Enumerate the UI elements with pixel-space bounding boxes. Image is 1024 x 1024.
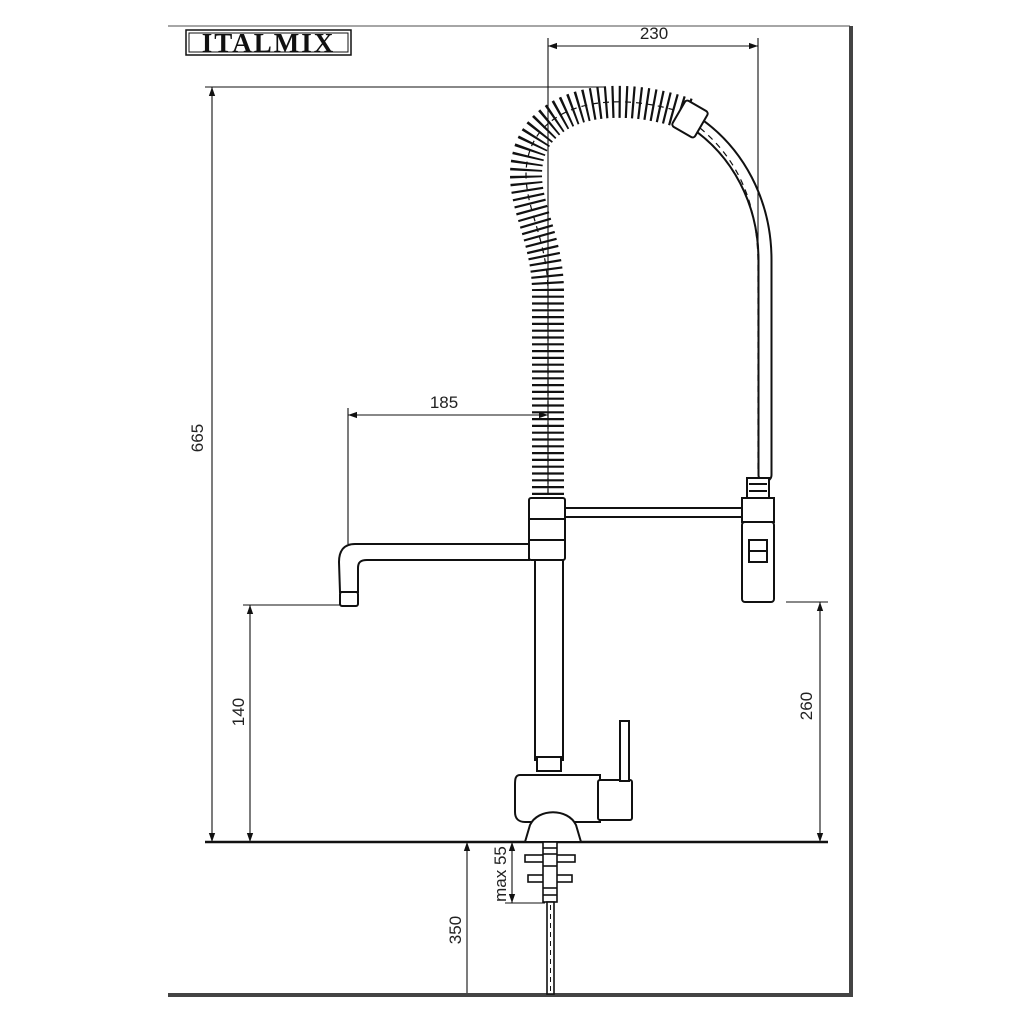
- dim-label-total-height: 665: [188, 424, 207, 452]
- dim-label-spray-height: 260: [797, 692, 816, 720]
- dim-label-hose-length: 350: [446, 916, 465, 944]
- dim-label-spout-reach: 185: [430, 393, 458, 412]
- lever-handle: [619, 720, 630, 782]
- spray-hose: [680, 110, 773, 483]
- hose-collar: [671, 99, 709, 139]
- dimension-max55: [505, 842, 545, 904]
- coil-spring: [510, 85, 696, 495]
- page-frame: [168, 25, 853, 997]
- mounting-hardware: [524, 841, 576, 995]
- dimension-260: [786, 601, 828, 842]
- dimension-230: [547, 38, 759, 495]
- brand-logo: ITALMIX: [185, 28, 352, 58]
- dim-label-top-width: 230: [640, 24, 668, 43]
- dim-label-spout-height: 140: [229, 698, 248, 726]
- dim-label-max-thickness: max 55: [491, 846, 510, 902]
- faucet-base: [514, 774, 601, 823]
- supply-hose: [546, 901, 555, 995]
- spout-pipe: [337, 543, 530, 593]
- dimension-665: [205, 86, 605, 842]
- faucet: [337, 85, 775, 843]
- brand-name: ITALMIX: [202, 28, 336, 58]
- handle-body: [597, 779, 633, 821]
- holder-arm: [564, 507, 746, 518]
- faucet-column: [534, 559, 564, 761]
- dimension-185: [347, 408, 548, 544]
- spray-connector: [746, 477, 770, 499]
- dimension-140: [243, 604, 340, 842]
